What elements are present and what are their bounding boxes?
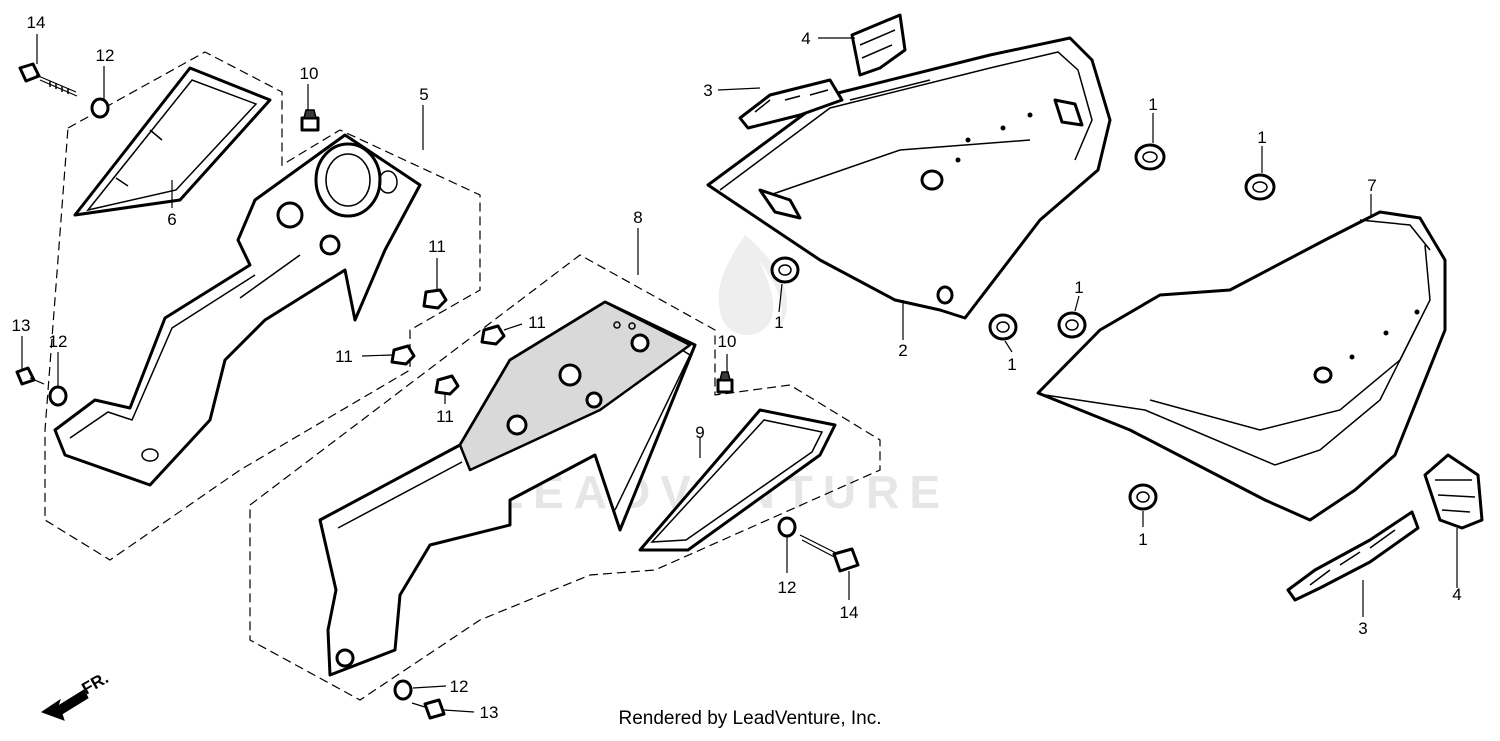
- callout-14-middle: 14: [840, 603, 859, 622]
- callout-11-d: 11: [528, 313, 546, 332]
- nut-11-c: [480, 324, 506, 346]
- grommet-1b: [1244, 173, 1276, 201]
- callout-6: 6: [167, 210, 176, 229]
- callout-11-a: 11: [428, 237, 446, 256]
- grommet-1e: [1057, 311, 1087, 339]
- nut-11-a: [422, 288, 448, 310]
- callout-1b: 1: [1257, 128, 1266, 147]
- callout-13-bottom: 13: [480, 703, 499, 722]
- callout-10-left: 10: [300, 64, 319, 83]
- clip-10-middle: [716, 371, 734, 394]
- callout-10-middle: 10: [718, 332, 737, 351]
- callout-4-top: 4: [801, 29, 810, 48]
- washer-12-bottom: [393, 679, 413, 701]
- emblem-part-4-top: [850, 13, 907, 77]
- callout-11-b: 11: [335, 347, 353, 366]
- callout-9: 9: [695, 423, 704, 442]
- washer-12-left: [48, 385, 68, 407]
- callout-4-right: 4: [1452, 585, 1461, 604]
- callout-3-right: 3: [1358, 619, 1367, 638]
- emblem-part-4-right: [1423, 453, 1484, 530]
- callout-5: 5: [419, 85, 428, 104]
- grommet-1c: [770, 256, 800, 284]
- callout-1a: 1: [1148, 95, 1157, 114]
- middle-group-outline: [249, 254, 881, 701]
- callout-13-left: 13: [12, 316, 31, 335]
- washer-12-middle: [777, 516, 797, 538]
- callout-1e: 1: [1074, 278, 1083, 297]
- nut-11-b: [390, 344, 416, 366]
- callout-12-top-left: 12: [96, 46, 115, 65]
- clip-10-left: [300, 109, 320, 132]
- footer-credit: Rendered by LeadVenture, Inc.: [618, 708, 882, 729]
- callout-1f: 1: [1138, 530, 1147, 549]
- washer-12-top-left: [90, 97, 110, 119]
- leader-lines: [21, 34, 1458, 713]
- nut-11-d: [434, 374, 460, 396]
- callout-12-middle: 12: [778, 578, 797, 597]
- bolt-13-bottom: [411, 698, 446, 720]
- callout-2: 2: [898, 341, 907, 360]
- callout-14-left: 14: [27, 13, 46, 32]
- grommet-1d: [988, 313, 1018, 341]
- emblem-part-3-right: [1286, 510, 1420, 602]
- bolt-14-left: [18, 62, 78, 97]
- gasket-part-6: [73, 66, 272, 217]
- callout-3-top: 3: [703, 81, 712, 100]
- bolt-13-left: [15, 366, 45, 386]
- callout-7: 7: [1367, 176, 1376, 195]
- side-cover-part-2: [706, 36, 1112, 320]
- gasket-part-9: [638, 408, 837, 552]
- emblem-part-3-top: [738, 78, 844, 130]
- left-group-outline: [44, 51, 481, 561]
- side-cover-part-7: [1036, 210, 1447, 522]
- grommet-1f: [1128, 483, 1158, 511]
- callout-1c: 1: [774, 313, 783, 332]
- callout-12-left: 12: [49, 332, 68, 351]
- left-cover-group: [15, 51, 481, 561]
- callout-12-bottom: 12: [450, 677, 469, 696]
- cover-part-5: [53, 133, 422, 487]
- callout-1d: 1: [1007, 355, 1016, 374]
- callout-8: 8: [633, 208, 642, 227]
- bolt-14-middle: [799, 534, 860, 573]
- grommet-1a: [1134, 143, 1166, 171]
- cover-part-8: [318, 300, 697, 677]
- middle-cover-group: [249, 254, 881, 720]
- callouts: 14 12 10 5 6 11 11 11 11 13 12 8 10 9 12…: [12, 13, 1462, 722]
- callout-11-c: 11: [436, 407, 454, 426]
